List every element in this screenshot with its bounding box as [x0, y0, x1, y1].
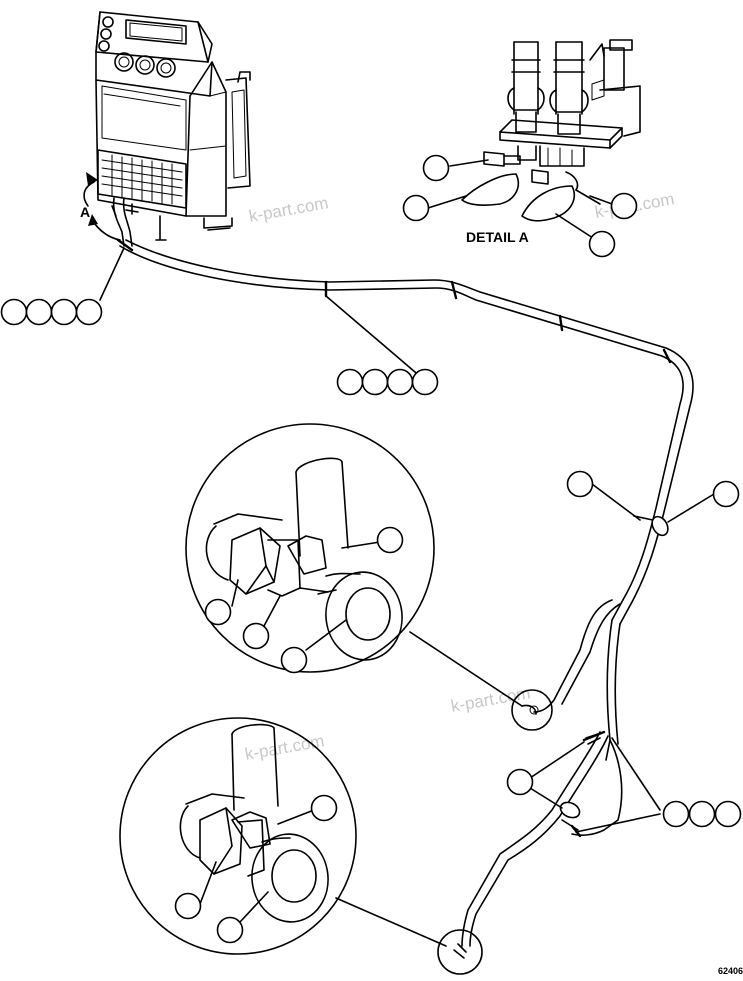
callout-balloon [242, 622, 270, 650]
hose-harness [116, 238, 694, 947]
callout-balloon [662, 800, 690, 828]
callout-balloon [386, 368, 414, 396]
watermark-1: k-part.com [247, 193, 329, 226]
detail-a-label: DETAIL A [466, 229, 529, 245]
callout-balloon [688, 800, 716, 828]
watermarks: k-part.com k-part.com k-part.com k-part.… [243, 189, 675, 764]
callout-balloon [588, 230, 616, 258]
callout-leaders [99, 159, 715, 833]
control-console: A [80, 11, 251, 247]
hose-clamp [633, 515, 669, 537]
callout-balloon [280, 646, 308, 674]
view-arrow-label: A [80, 204, 90, 220]
detail-circle-upper [185, 423, 553, 731]
callout-balloon [712, 480, 740, 508]
callout-balloon [0, 298, 28, 326]
callout-balloon [216, 916, 244, 944]
callout-balloon [610, 192, 638, 220]
callout-balloon [376, 526, 404, 554]
callout-balloon [422, 154, 450, 182]
callout-balloons [0, 154, 742, 944]
callout-balloon [402, 194, 430, 222]
callout-balloon [714, 800, 742, 828]
callout-balloon [310, 794, 338, 822]
callout-balloon [566, 470, 594, 498]
watermark-4: k-part.com [243, 731, 325, 764]
drawing-number: 62406 [718, 966, 743, 976]
callout-balloon [411, 368, 439, 396]
detail-a-valve-assembly: DETAIL A [461, 39, 641, 245]
callout-balloon [75, 298, 103, 326]
callout-balloon [336, 368, 364, 396]
callout-balloon [506, 768, 534, 796]
lower-clamp [559, 801, 581, 831]
callout-balloon [50, 298, 78, 326]
watermark-3: k-part.com [449, 683, 531, 716]
callout-balloon [25, 298, 53, 326]
callout-balloon [204, 598, 232, 626]
callout-balloon [361, 368, 389, 396]
callout-balloon [174, 892, 202, 920]
detail-circle-lower [119, 717, 483, 975]
vent-grill [101, 154, 183, 205]
